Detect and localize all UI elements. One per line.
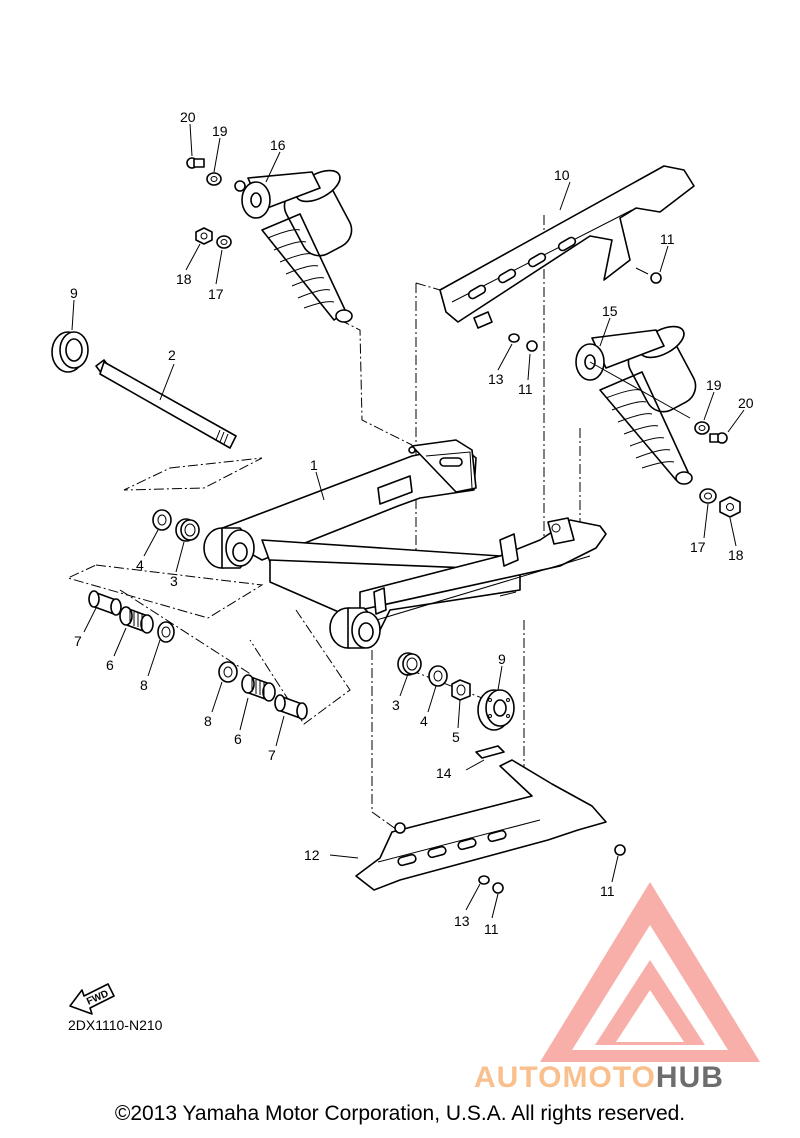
callout-1: 1 [310, 457, 318, 473]
hardware-right [694, 421, 741, 518]
callout-20: 20 [180, 109, 196, 125]
pivot-collar-right [329, 607, 381, 649]
watermark-brand: AUTOMOTOHUB [474, 1061, 724, 1094]
callout-11: 11 [484, 921, 499, 937]
callout-11: 11 [660, 231, 675, 247]
callout-8: 8 [140, 677, 148, 693]
callout-9: 9 [70, 285, 78, 301]
callout-19: 19 [212, 123, 228, 139]
callout-10: 10 [554, 167, 570, 183]
diagram-code: 2DX1110-N210 [68, 1017, 163, 1033]
callout-18: 18 [728, 547, 744, 563]
callout-6: 6 [234, 731, 242, 747]
callout-5: 5 [452, 729, 460, 745]
callout-2: 2 [168, 347, 176, 363]
bolts-10 [508, 267, 662, 352]
chain-guard-10 [439, 165, 695, 329]
leader-lines [71, 123, 745, 919]
bearings-right [218, 661, 308, 720]
callout-8: 8 [204, 713, 212, 729]
callout-11: 11 [518, 381, 533, 397]
nut-9-left [51, 331, 89, 373]
bearings-left [88, 590, 175, 643]
callout-numbers: 20 19 16 10 11 18 17 9 2 15 13 11 19 20 … [70, 109, 754, 937]
chain-guard-12 [355, 745, 607, 891]
callout-4: 4 [420, 713, 428, 729]
callout-4: 4 [136, 557, 144, 573]
callout-12: 12 [304, 847, 320, 863]
callout-11: 11 [600, 883, 615, 899]
watermark-brand-part2: HUB [656, 1061, 724, 1094]
callout-6: 6 [106, 657, 114, 673]
fwd-arrow-icon: FWD [69, 983, 115, 1015]
bolts-12 [478, 844, 626, 894]
seals-right [397, 652, 515, 731]
hardware-upper-left [186, 157, 232, 249]
callout-15: 15 [602, 303, 618, 319]
copyright-notice: ©2013 Yamaha Motor Corporation, U.S.A. A… [114, 1102, 686, 1125]
seals-left [152, 509, 200, 542]
shock-absorber-15 [575, 325, 697, 485]
callout-17: 17 [208, 286, 224, 302]
callout-14: 14 [436, 765, 452, 781]
callout-19: 19 [706, 377, 722, 393]
watermark-logo [540, 882, 760, 1062]
callout-13: 13 [488, 371, 504, 387]
callout-17: 17 [690, 539, 706, 555]
callout-18: 18 [176, 271, 192, 287]
callout-9: 9 [498, 651, 506, 667]
callout-16: 16 [270, 137, 286, 153]
callout-20: 20 [738, 395, 754, 411]
pivot-collar-left [203, 527, 255, 569]
shock-absorber-16 [234, 169, 353, 323]
axle-2 [95, 359, 237, 449]
callout-7: 7 [74, 633, 82, 649]
callout-3: 3 [392, 697, 400, 713]
swingarm-1 [211, 439, 607, 631]
watermark-brand-part1: AUTOMOTO [474, 1061, 656, 1094]
callout-3: 3 [170, 573, 178, 589]
callout-7: 7 [268, 747, 276, 763]
callout-13: 13 [454, 913, 470, 929]
